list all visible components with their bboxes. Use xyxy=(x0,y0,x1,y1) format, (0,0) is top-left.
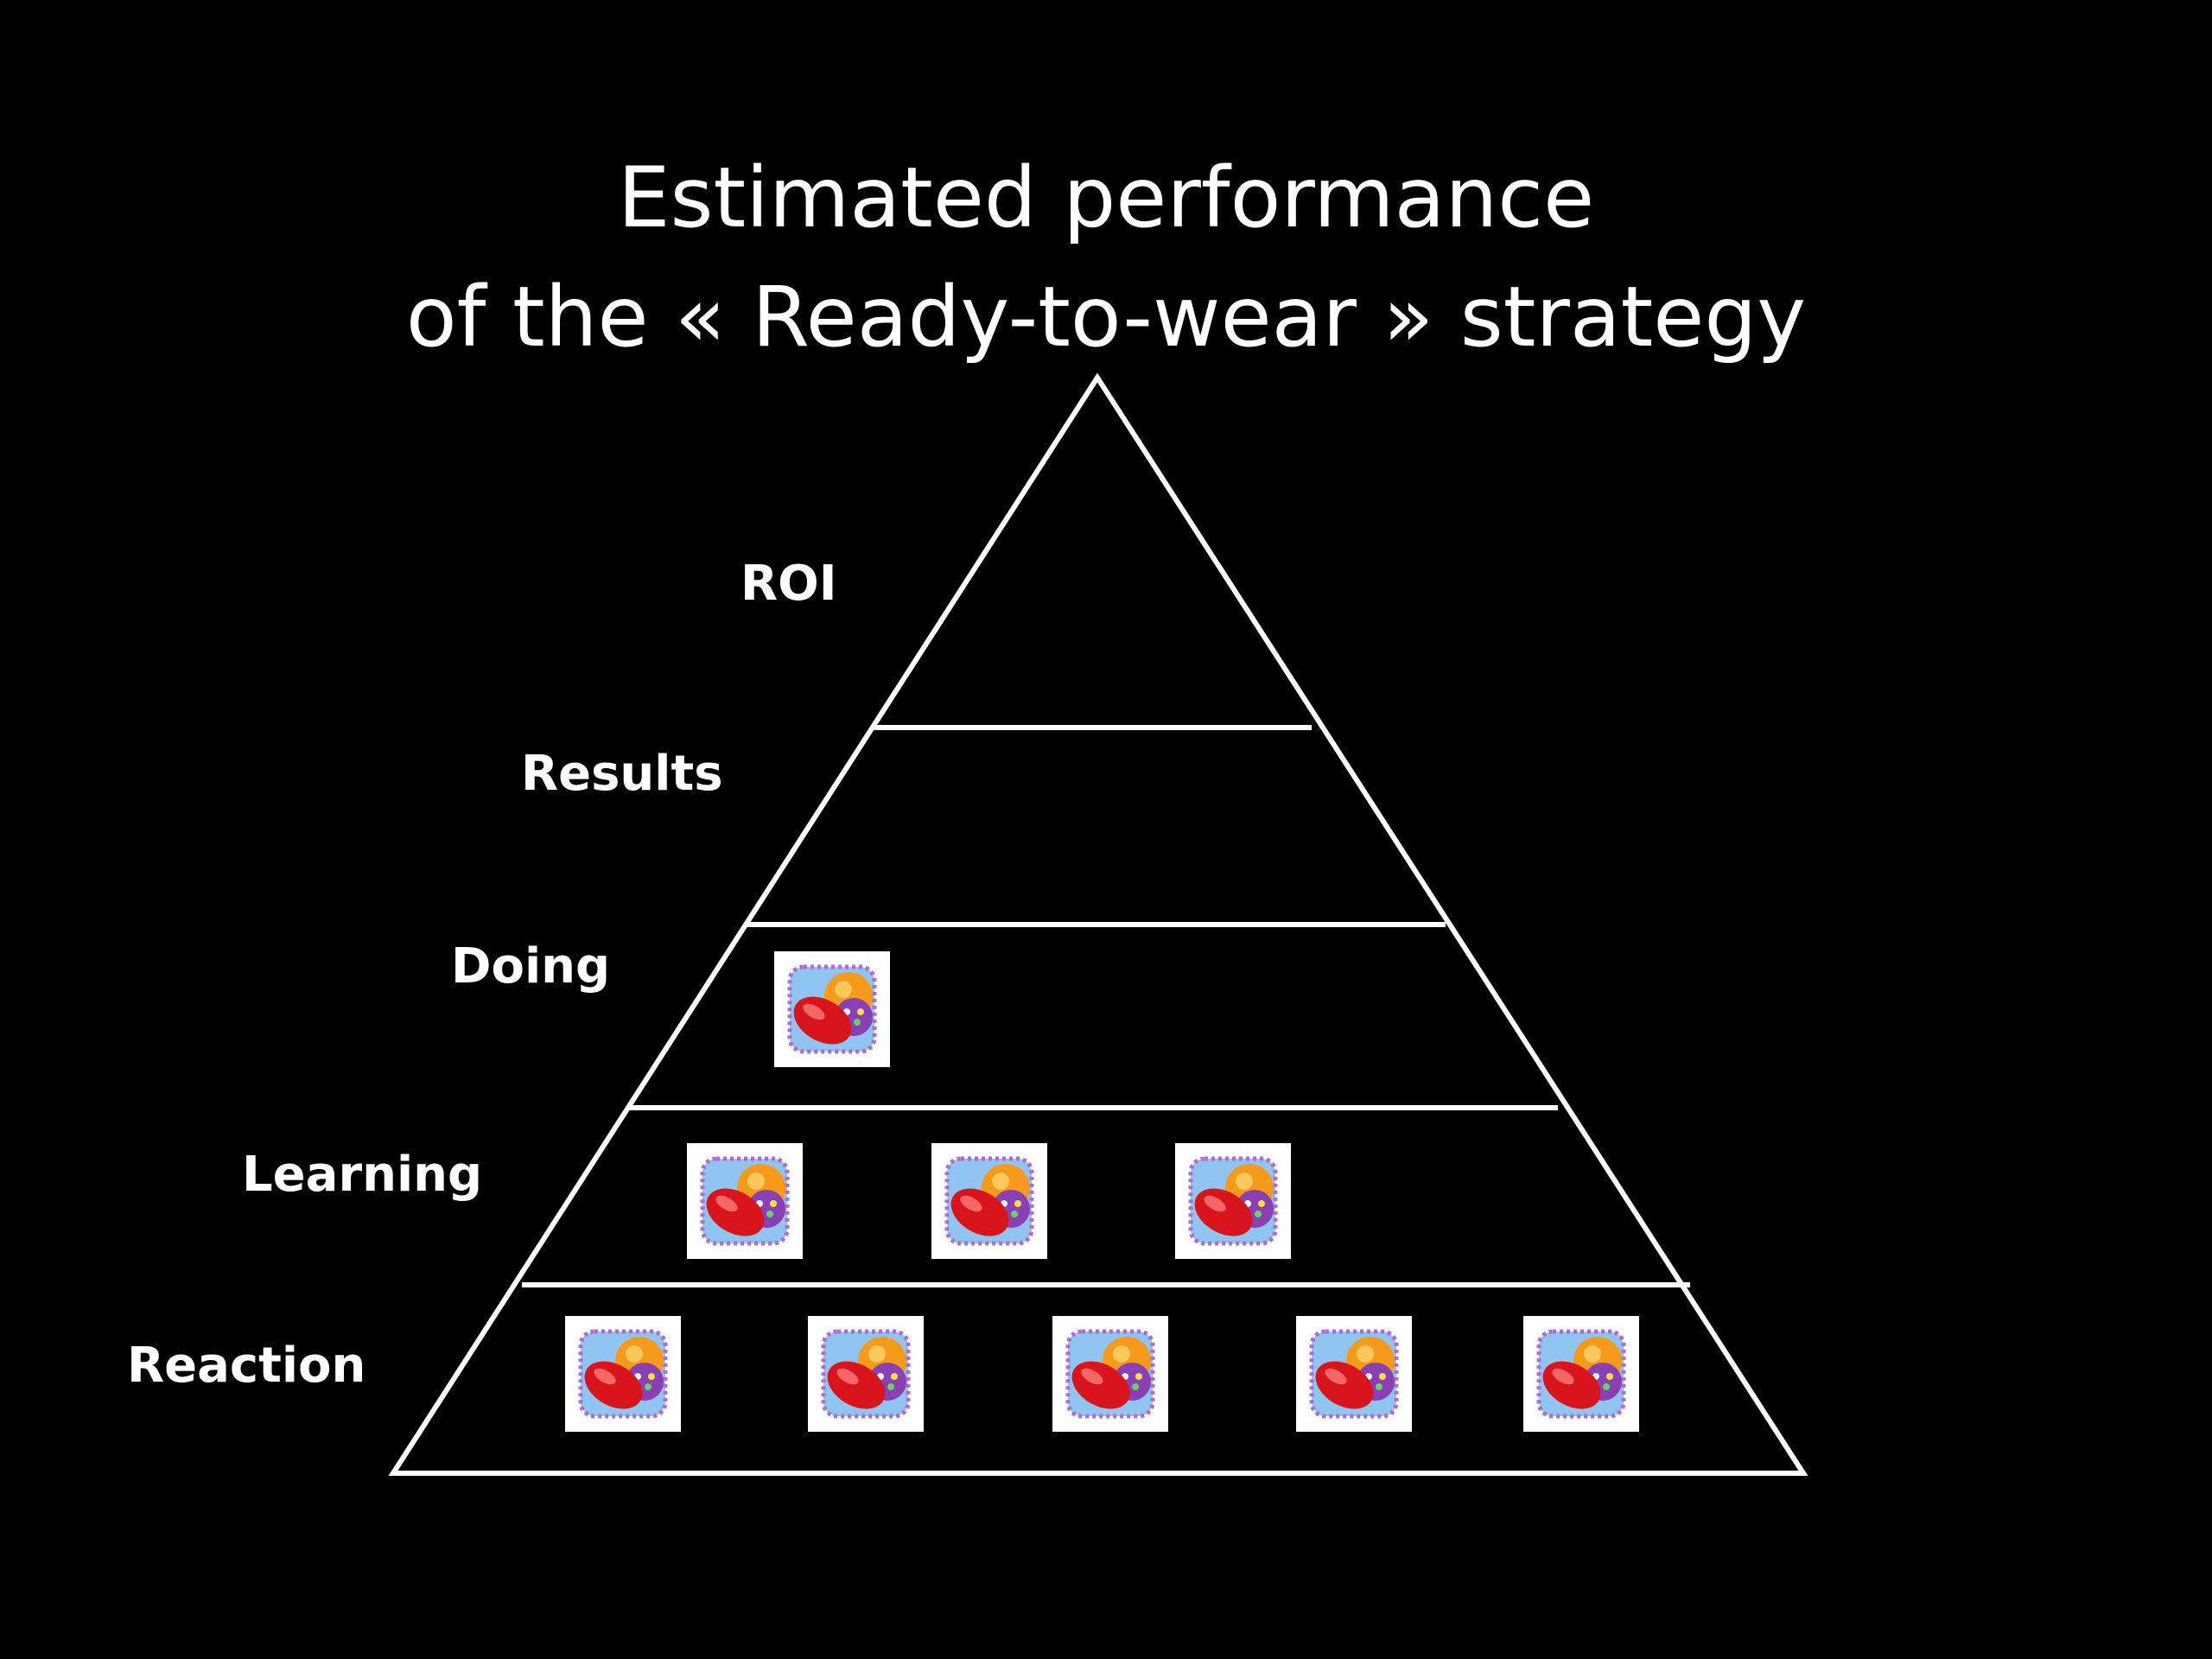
candy-icon xyxy=(565,1316,681,1432)
title-line-1: Estimated performance xyxy=(617,149,1595,246)
slide-title: Estimated performance of the « Ready-to-… xyxy=(0,138,2212,377)
reaction-icons xyxy=(565,1316,1639,1432)
level-label-roi: ROI xyxy=(741,556,837,612)
candy-icon xyxy=(1052,1316,1168,1432)
level-label-doing: Doing xyxy=(451,938,611,995)
candy-icon xyxy=(808,1316,924,1432)
title-line-2: of the « Ready-to-wear » strategy xyxy=(405,269,1807,365)
candy-icon xyxy=(1296,1316,1412,1432)
candy-icon xyxy=(931,1143,1047,1259)
level-label-results: Results xyxy=(521,746,723,802)
candy-icon xyxy=(774,951,890,1067)
candy-icon xyxy=(1175,1143,1291,1259)
pyramid-outline xyxy=(388,372,1808,1476)
candy-icon xyxy=(687,1143,803,1259)
learning-icons xyxy=(687,1143,1291,1259)
level-label-reaction: Reaction xyxy=(127,1338,366,1394)
level-label-learning: Learning xyxy=(242,1147,483,1203)
doing-icons xyxy=(774,951,890,1067)
candy-icon xyxy=(1523,1316,1639,1432)
